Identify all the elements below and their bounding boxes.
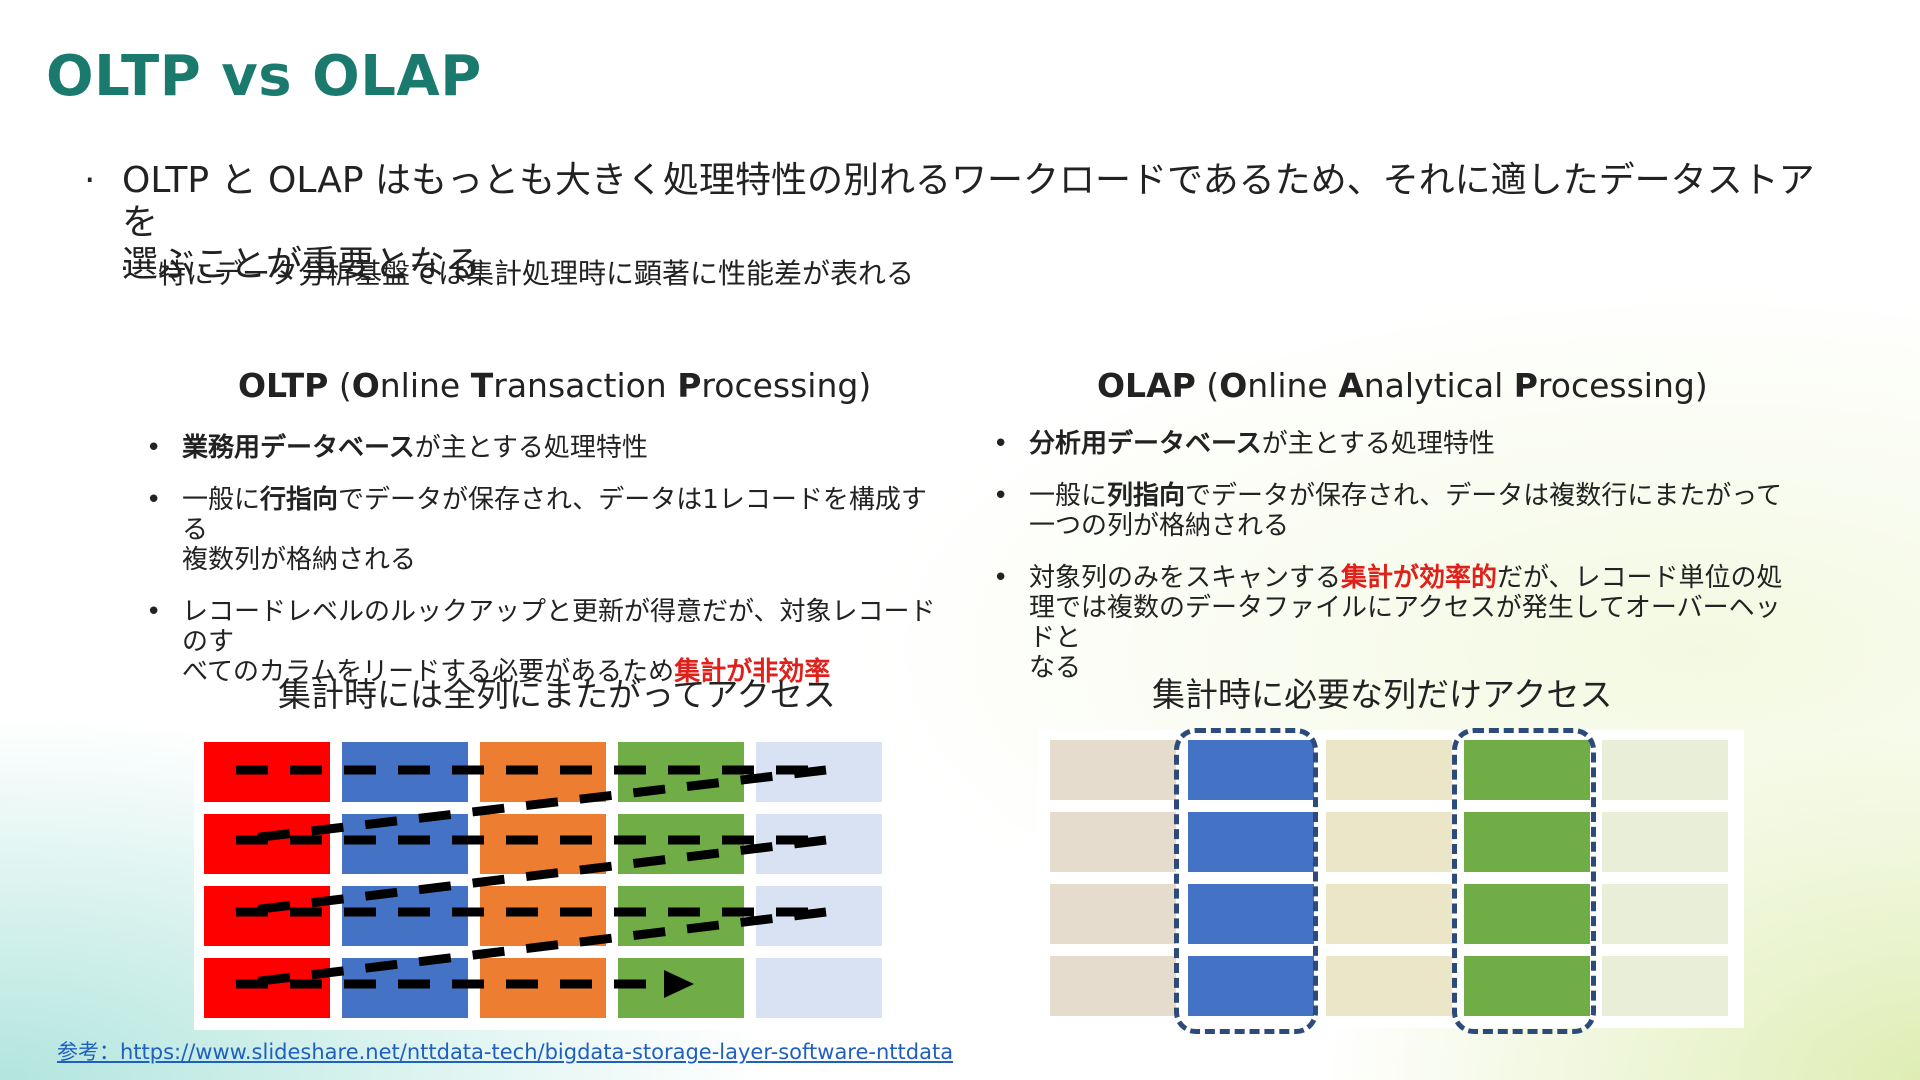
oltp-h-nline: nline — [379, 366, 471, 405]
olap-heading: OLAP (Online Analytical Processing) — [1097, 366, 1708, 405]
olap-grid-cell — [1602, 812, 1728, 872]
olap-h-rocessing: rocessing — [1537, 366, 1695, 405]
olap-grid-cell — [1188, 956, 1314, 1016]
intro-line-1: OLTP と OLAP はもっとも大きく処理特性の別れるワークロードであるため、… — [122, 160, 1815, 243]
bullet-dot: · — [84, 160, 96, 201]
oltp-b2-t1: 一般に — [182, 485, 261, 515]
olap-bullet-list: 分析用データベースが主とする処理特性 一般に列指向でデータが保存され、データは複… — [993, 429, 1783, 705]
oltp-h-p: P — [677, 366, 702, 405]
olap-h-nline: nline — [1247, 366, 1339, 405]
olap-b3-red: 集計が効率的 — [1341, 563, 1498, 593]
oltp-b3-red: 集計が非効率 — [674, 657, 831, 687]
olap-h-o: O — [1219, 366, 1248, 405]
intro-sub-bullet: · 特にデータ分析基盤では集計処理時に顕著に性能差が表れる — [120, 252, 914, 292]
oltp-b2-t3: 複数列が格納される — [182, 545, 417, 575]
olap-bullet-1: 分析用データベースが主とする処理特性 — [993, 429, 1783, 459]
olap-grid-cell — [1326, 740, 1452, 800]
oltp-b2-bold: 行指向 — [260, 485, 339, 515]
column-highlight-green — [1452, 728, 1596, 1034]
olap-b3-t2: だが、レコード単位の処 — [1497, 563, 1783, 593]
olap-bullet-3: 対象列のみをスキャンする集計が効率的だが、レコード単位の処理では複数のデータファ… — [993, 563, 1783, 683]
olap-b3-t1: 対象列のみをスキャンする — [1029, 563, 1342, 593]
intro-bullet: · OLTP と OLAP はもっとも大きく処理特性の別れるワークロードであるた… — [84, 160, 1844, 286]
oltp-row-diagram — [194, 730, 898, 1030]
olap-abbr: OLAP — [1097, 366, 1196, 405]
olap-b1-bold: 分析用データベース — [1029, 429, 1262, 459]
oltp-bullet-3: レコードレベルのルックアップと更新が得意だが、対象レコードのすべてのカラムをリー… — [146, 597, 936, 687]
olap-grid-cell — [1050, 812, 1176, 872]
olap-grid-cell — [1464, 884, 1590, 944]
oltp-h-t: T — [470, 366, 494, 405]
olap-grid-cell — [1050, 884, 1176, 944]
olap-grid-cell — [1602, 956, 1728, 1016]
olap-b3-t3: 理では複数のデータファイルにアクセスが発生してオーバーヘッドと — [1029, 593, 1781, 653]
olap-grid-cell — [1326, 884, 1452, 944]
olap-b1-text: が主とする処理特性 — [1261, 429, 1495, 459]
olap-grid-cell — [1326, 812, 1452, 872]
olap-grid-cell — [1464, 740, 1590, 800]
olap-b2-t1: 一般に — [1029, 481, 1108, 511]
olap-grid-cell — [1464, 956, 1590, 1016]
olap-grid-cell — [1602, 740, 1728, 800]
olap-h-p: P — [1513, 366, 1538, 405]
olap-b3-t4: なる — [1029, 653, 1082, 683]
olap-column-diagram — [1038, 728, 1744, 1034]
olap-grid-cell — [1464, 812, 1590, 872]
intro-line-2: 選ぶことが重要となる — [122, 244, 481, 285]
column-highlight-blue — [1174, 728, 1318, 1034]
reference-link[interactable]: 参考：https://www.slideshare.net/nttdata-te… — [57, 1040, 954, 1064]
oltp-b3-t1: レコードレベルのルックアップと更新が得意だが、対象レコードのす — [182, 597, 936, 657]
scan-diag-1 — [235, 765, 827, 845]
olap-b2-t2: でデータが保存され、データは複数行にまたがって — [1185, 481, 1782, 511]
scan-diag-2 — [235, 835, 827, 917]
olap-h-a: A — [1338, 366, 1364, 405]
olap-grid-cell — [1188, 740, 1314, 800]
olap-h-nalytical: nalytical — [1363, 366, 1514, 405]
scan-diag-3 — [235, 907, 827, 989]
oltp-b3-t2: べてのカラムをリードする必要があるため — [182, 657, 675, 687]
slide-title: OLTP vs OLAP — [46, 44, 482, 109]
olap-grid-cell — [1188, 812, 1314, 872]
intro-sub-text: 特にデータ分析基盤では集計処理時に顕著に性能差が表れる — [158, 257, 915, 290]
oltp-b1-text: が主とする処理特性 — [414, 433, 648, 463]
olap-b2-bold: 列指向 — [1107, 481, 1186, 511]
oltp-bullet-list: 業務用データベースが主とする処理特性 一般に行指向でデータが保存され、データは1… — [146, 433, 936, 709]
oltp-b2-t2: でデータが保存され、データは1レコードを構成する — [182, 485, 927, 545]
oltp-h-o: O — [351, 366, 380, 405]
oltp-heading: OLTP (Online Transaction Processing) — [238, 366, 872, 405]
oltp-abbr: OLTP — [238, 366, 329, 405]
olap-grid-cell — [1050, 740, 1176, 800]
oltp-b1-bold: 業務用データベース — [182, 433, 415, 463]
olap-grid-cell — [1188, 884, 1314, 944]
row-scan-path — [235, 765, 827, 998]
oltp-bullet-1: 業務用データベースが主とする処理特性 — [146, 433, 936, 463]
sub-bullet-dot: · — [120, 252, 129, 285]
olap-b2-t3: 一つの列が格納される — [1029, 511, 1290, 541]
oltp-caption: 集計時には全列にまたがってアクセス — [278, 675, 836, 714]
oltp-h-rocessing: rocessing — [701, 366, 859, 405]
olap-caption: 集計時に必要な列だけアクセス — [1152, 675, 1613, 714]
olap-grid-cell — [1602, 884, 1728, 944]
olap-grid-cell — [1050, 956, 1176, 1016]
olap-grid-cell — [1326, 956, 1452, 1016]
oltp-h-ransaction: ransaction — [493, 366, 678, 405]
scan-arrowhead — [664, 970, 694, 998]
oltp-grid-cell — [756, 958, 882, 1018]
